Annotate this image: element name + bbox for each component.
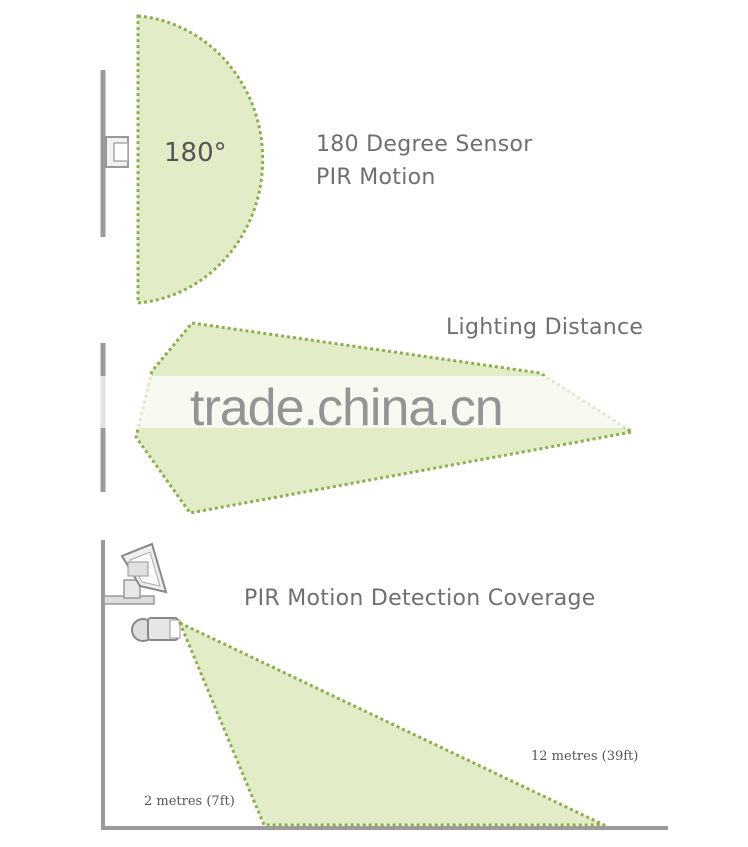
sensor-title-line1: 180 Degree Sensor: [316, 132, 533, 157]
watermark-text: trade.china.cn: [190, 379, 504, 437]
far-distance-label: 12 metres (39ft): [531, 749, 639, 764]
lighting-panel: [96, 321, 746, 515]
sensor-panel: [100, 14, 265, 305]
floodlight-icon: [103, 542, 181, 642]
detection-semicircle: [136, 14, 265, 305]
near-distance-label: 2 metres (7ft): [144, 794, 235, 809]
coverage-panel: [101, 540, 668, 830]
coverage-triangle: [178, 621, 606, 827]
watermark-band: [96, 376, 746, 428]
lighting-title: Lighting Distance: [446, 315, 644, 340]
sensor-device: [105, 136, 129, 168]
coverage-title: PIR Motion Detection Coverage: [244, 586, 596, 611]
sensor-title-line2: PIR Motion: [316, 165, 436, 190]
angle-label: 180°: [164, 138, 227, 168]
